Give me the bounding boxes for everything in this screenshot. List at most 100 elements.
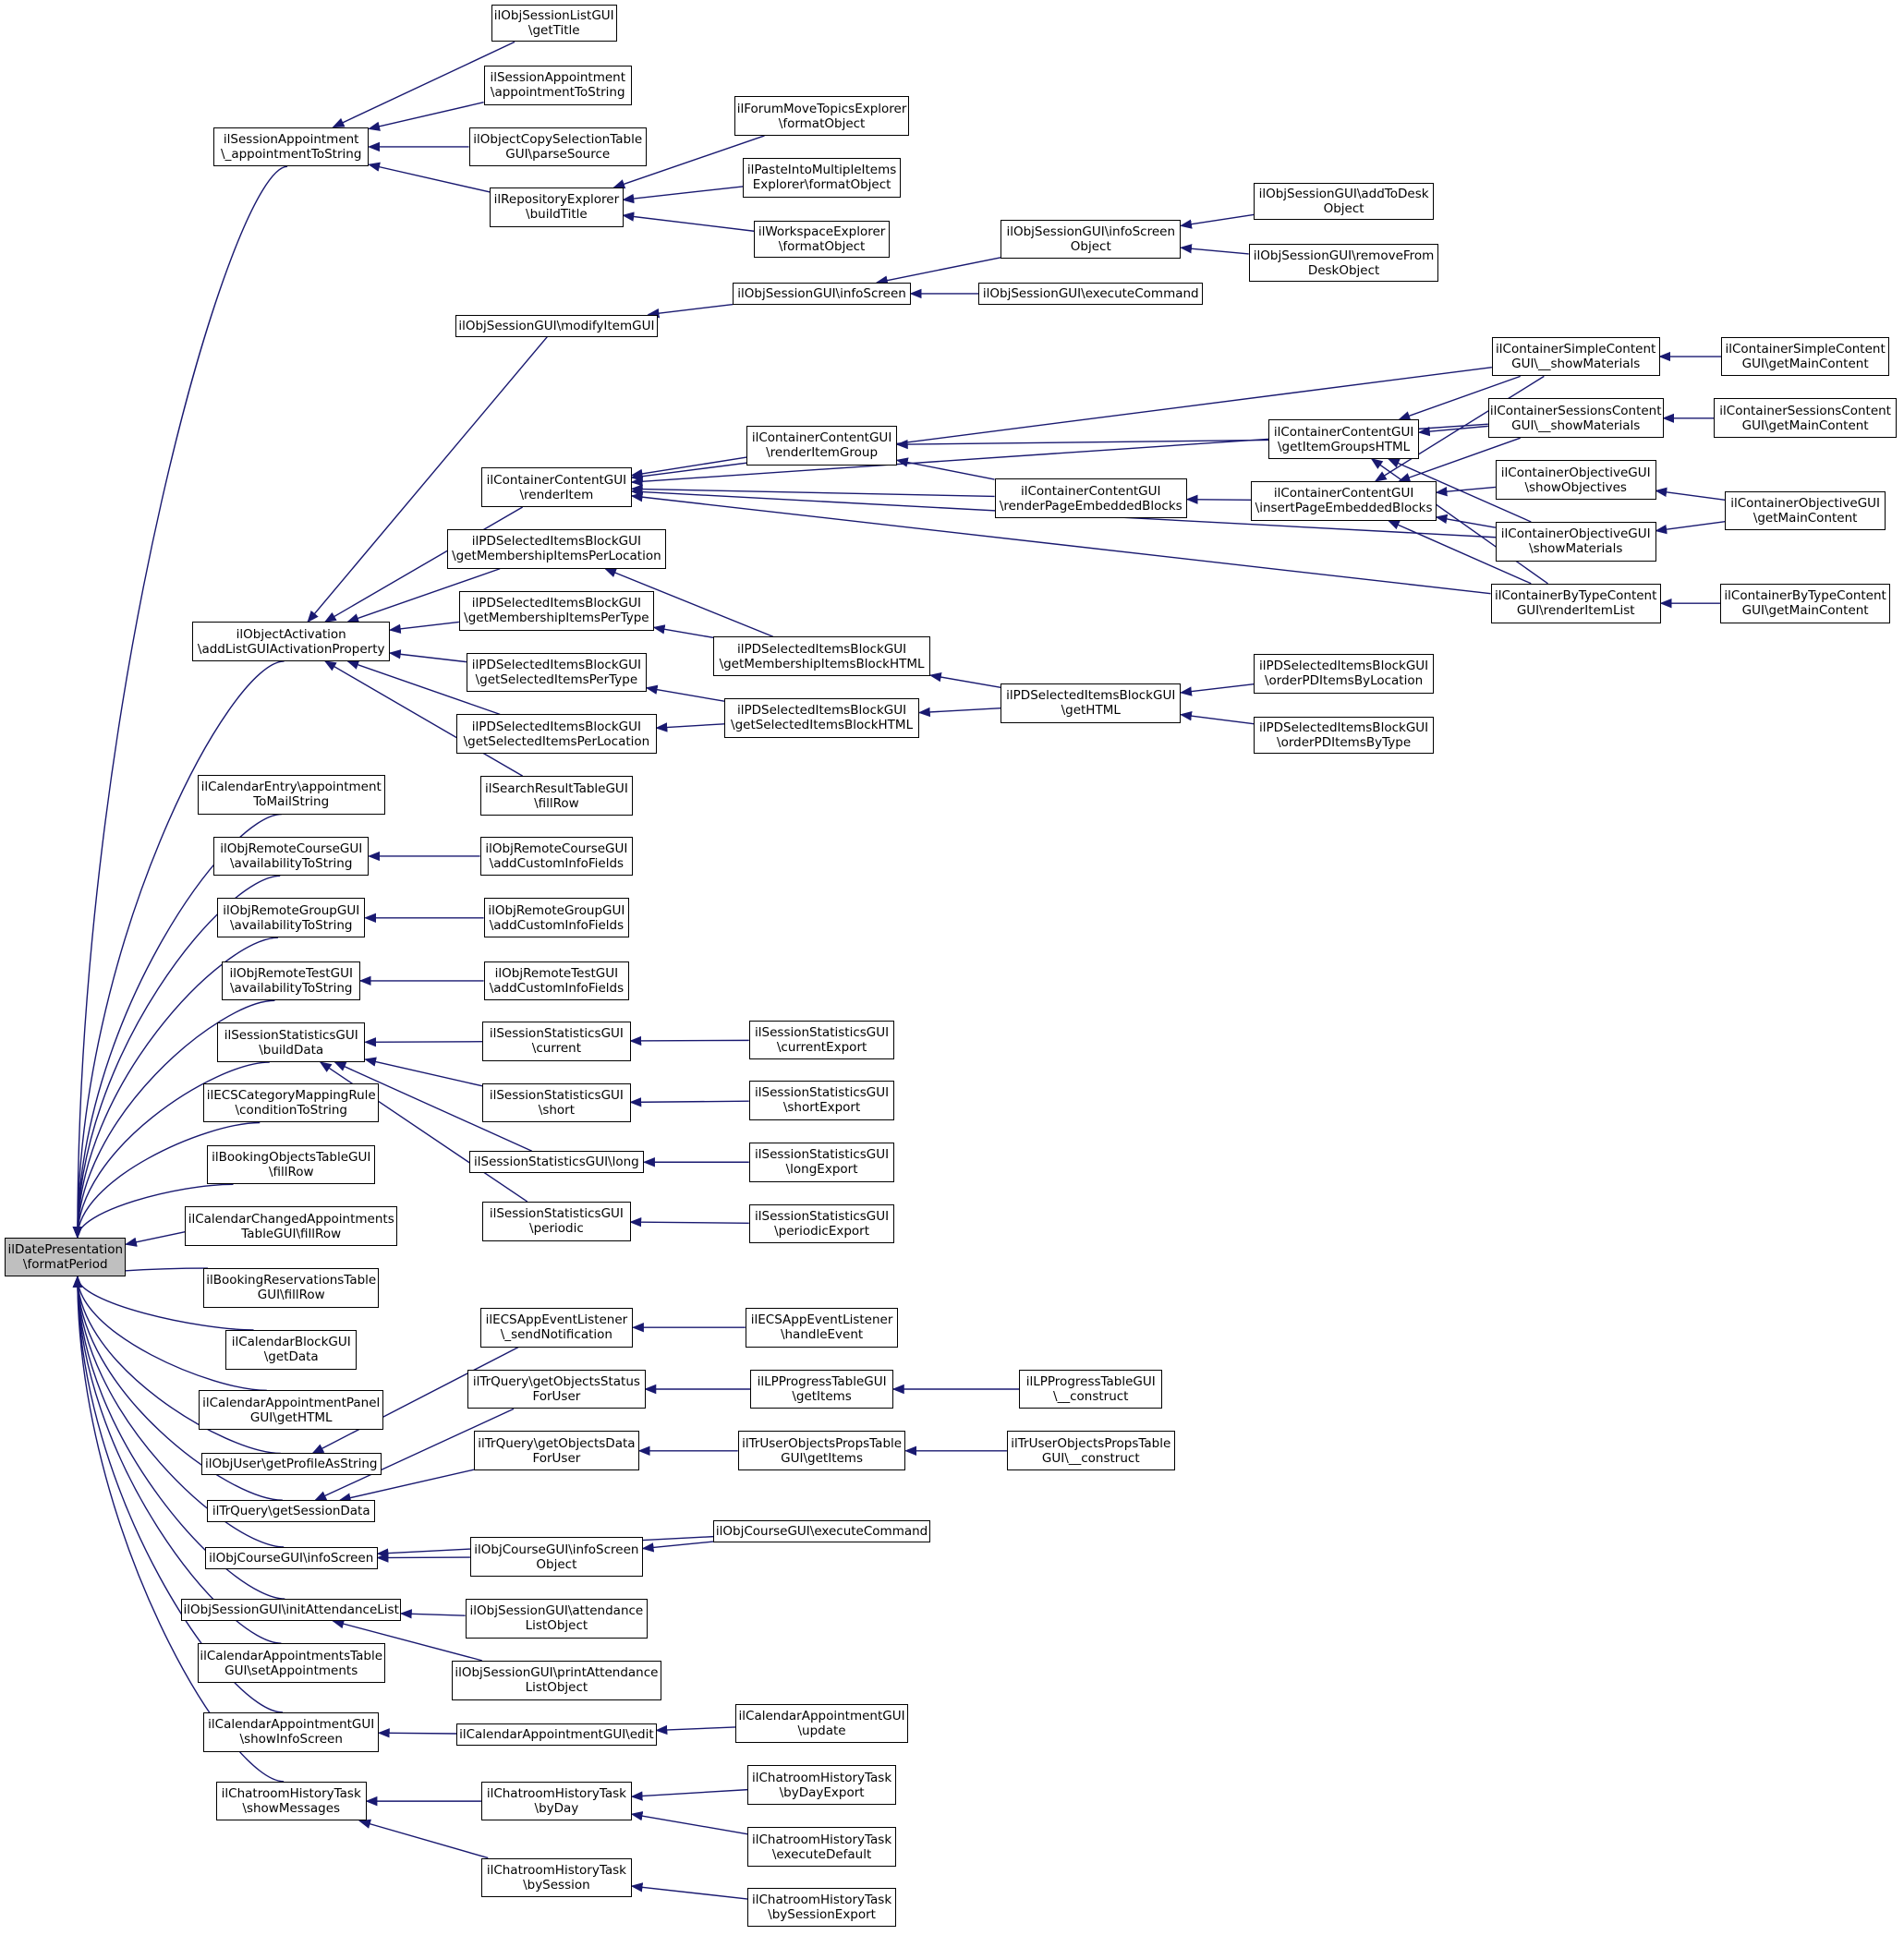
node-srt_fr[interactable]: ilSearchResultTableGUI\fillRow — [479, 776, 634, 816]
node-cc_rpeb[interactable]: ilContainerContentGUI\renderPageEmbedded… — [994, 478, 1187, 518]
node-ss_lo[interactable]: ilSessionStatisticsGUI\long — [468, 1151, 645, 1174]
node-co_sm[interactable]: ilContainerObjectiveGUI\showMaterials — [1495, 522, 1656, 562]
edge-bot_fr-to-root — [72, 1183, 234, 1240]
node-label-line: \buildData — [259, 1042, 324, 1058]
node-label-line: ilPasteIntoMultipleItems — [746, 163, 897, 178]
node-cht_bd[interactable]: ilChatroomHistoryTask\byDay — [480, 1781, 632, 1821]
node-wse_fo[interactable]: ilWorkspaceExplorer\formatObject — [754, 221, 891, 259]
node-ss_pe[interactable]: ilSessionStatisticsGUI\periodic — [482, 1201, 631, 1241]
node-orc_ats[interactable]: ilObjRemoteCourseGUI\availabilityToStrin… — [213, 836, 370, 877]
node-org_ats[interactable]: ilObjRemoteGroupGUI\availabilityToString — [217, 898, 366, 938]
node-cc_rig[interactable]: ilContainerContentGUI\renderItemGroup — [746, 425, 898, 466]
node-fmte_fo[interactable]: ilForumMoveTopicsExplorer\formatObject — [734, 96, 910, 136]
edge-cbt_ril-to-cc_ipeb — [1387, 520, 1532, 585]
node-ca_up[interactable]: ilCalendarAppointmentGUI\update — [735, 1703, 909, 1744]
node-ecsl_he[interactable]: ilECSAppEventListener\handleEvent — [745, 1307, 899, 1348]
node-cht_bse[interactable]: ilChatroomHistoryTask\bySessionExport — [747, 1887, 896, 1928]
node-trq_gsd[interactable]: ilTrQuery\getSessionData — [207, 1500, 376, 1523]
node-re_bt[interactable]: ilRepositoryExplorer\buildTitle — [490, 187, 624, 227]
node-ca_sis[interactable]: ilCalendarAppointmentGUI\showInfoScreen — [203, 1711, 380, 1752]
node-oa_algap[interactable]: ilObjectActivation\addListGUIActivationP… — [192, 622, 391, 661]
node-ca_ed[interactable]: ilCalendarAppointmentGUI\edit — [456, 1723, 657, 1747]
node-ss_bd[interactable]: ilSessionStatisticsGUI\buildData — [217, 1022, 366, 1063]
node-orc_acif[interactable]: ilObjRemoteCourseGUI\addCustomInfoFields — [479, 836, 634, 877]
node-sa_ats2[interactable]: ilSessionAppointment\appointmentToString — [483, 65, 632, 105]
node-pds_gh[interactable]: ilPDSelectedItemsBlockGUI\getHTML — [1001, 683, 1182, 723]
node-lpp_c[interactable]: ilLPProgressTableGUI\__construct — [1019, 1369, 1163, 1409]
node-pds_gsipl[interactable]: ilPDSelectedItemsBlockGUI\getSelectedIte… — [456, 714, 657, 755]
node-lpp_gi[interactable]: ilLPProgressTableGUI\getItems — [750, 1369, 894, 1409]
node-cht_bde[interactable]: ilChatroomHistoryTask\byDayExport — [747, 1765, 896, 1806]
node-os_mig[interactable]: ilObjSessionGUI\modifyItemGUI — [455, 314, 658, 337]
node-pds_gmipt[interactable]: ilPDSelectedItemsBlockGUI\getMembershipI… — [458, 590, 654, 631]
node-pds_gmibh[interactable]: ilPDSelectedItemsBlockGUI\getMembershipI… — [713, 636, 931, 676]
node-ou_gpas[interactable]: ilObjUser\getProfileAsString — [200, 1453, 382, 1476]
node-sa_ats[interactable]: ilSessionAppointment\_appointmentToStrin… — [213, 127, 370, 167]
node-ss_loex[interactable]: ilSessionStatisticsGUI\longExport — [748, 1142, 895, 1182]
node-ss_cex[interactable]: ilSessionStatisticsGUI\currentExport — [748, 1020, 895, 1060]
node-cht_sm[interactable]: ilChatroomHistoryTask\showMessages — [215, 1781, 367, 1821]
node-cb_gd[interactable]: ilCalendarBlockGUI\getData — [225, 1329, 357, 1370]
node-oc_is[interactable]: ilObjCourseGUI\infoScreen — [204, 1546, 378, 1569]
node-pds_opdl[interactable]: ilPDSelectedItemsBlockGUI\orderPDItemsBy… — [1254, 653, 1435, 694]
node-ort_acif[interactable]: ilObjRemoteTestGUI\addCustomInfoFields — [483, 961, 630, 1001]
node-ort_ats[interactable]: ilObjRemoteTestGUI\availabilityToString — [222, 961, 361, 1001]
node-org_acif[interactable]: ilObjRemoteGroupGUI\addCustomInfoFields — [483, 898, 630, 938]
node-cht_bs[interactable]: ilChatroomHistoryTask\bySession — [480, 1857, 632, 1898]
node-os_ial[interactable]: ilObjSessionGUI\initAttendanceList — [181, 1599, 402, 1622]
node-ecsl_sn[interactable]: ilECSAppEventListener\_sendNotification — [479, 1307, 634, 1348]
node-ss_cur[interactable]: ilSessionStatisticsGUI\current — [482, 1021, 631, 1061]
node-os_is[interactable]: ilObjSessionGUI\infoScreen — [733, 282, 911, 305]
node-ecs_cmr[interactable]: ilECSCategoryMappingRule\conditionToStri… — [203, 1082, 380, 1123]
node-label-line: ilPDSelectedItemsBlockGUI — [1006, 688, 1176, 704]
node-ss_peex[interactable]: ilSessionStatisticsGUI\periodicExport — [748, 1203, 895, 1244]
node-label-line: ilLPProgressTableGUI — [757, 1373, 887, 1389]
node-pds_opdt[interactable]: ilPDSelectedItemsBlockGUI\orderPDItemsBy… — [1254, 717, 1435, 755]
node-cc_ri[interactable]: ilContainerContentGUI\renderItem — [480, 467, 632, 507]
node-ss_sh[interactable]: ilSessionStatisticsGUI\short — [482, 1082, 631, 1123]
node-cht_ed[interactable]: ilChatroomHistoryTask\executeDefault — [747, 1827, 896, 1867]
node-pds_gsibh[interactable]: ilPDSelectedItemsBlockGUI\getSelectedIte… — [724, 698, 920, 738]
node-ss_shex[interactable]: ilSessionStatisticsGUI\shortExport — [748, 1081, 895, 1120]
node-label-line: \showMaterials — [1529, 541, 1623, 557]
node-label-line: \longExport — [785, 1162, 858, 1178]
node-osl_gt[interactable]: ilObjSessionListGUI\getTitle — [491, 5, 617, 42]
node-cc_ipeb[interactable]: ilContainerContentGUI\insertPageEmbedded… — [1251, 480, 1437, 521]
node-root[interactable]: ilDatePresentation\formatPeriod — [5, 1237, 127, 1277]
node-label-line: GUI\__construct — [1041, 1450, 1140, 1466]
node-oc_ec[interactable]: ilObjCourseGUI\executeCommand — [713, 1519, 931, 1542]
node-pds_gmipl[interactable]: ilPDSelectedItemsBlockGUI\getMembershipI… — [446, 529, 667, 569]
node-pds_gsipt[interactable]: ilPDSelectedItemsBlockGUI\getSelectedIte… — [466, 652, 647, 693]
node-co_gmc[interactable]: ilContainerObjectiveGUI\getMainContent — [1725, 490, 1886, 531]
node-label-line: ilBookingReservationsTable — [206, 1273, 377, 1288]
node-os_ec[interactable]: ilObjSessionGUI\executeCommand — [978, 282, 1204, 305]
node-label-line: \addCustomInfoFields — [489, 917, 625, 933]
node-co_so[interactable]: ilContainerObjectiveGUI\showObjectives — [1495, 460, 1656, 500]
node-cc_gigh[interactable]: ilContainerContentGUI\getItemGroupsHTML — [1268, 419, 1420, 459]
node-bot_fr[interactable]: ilBookingObjectsTableGUI\fillRow — [207, 1144, 376, 1185]
